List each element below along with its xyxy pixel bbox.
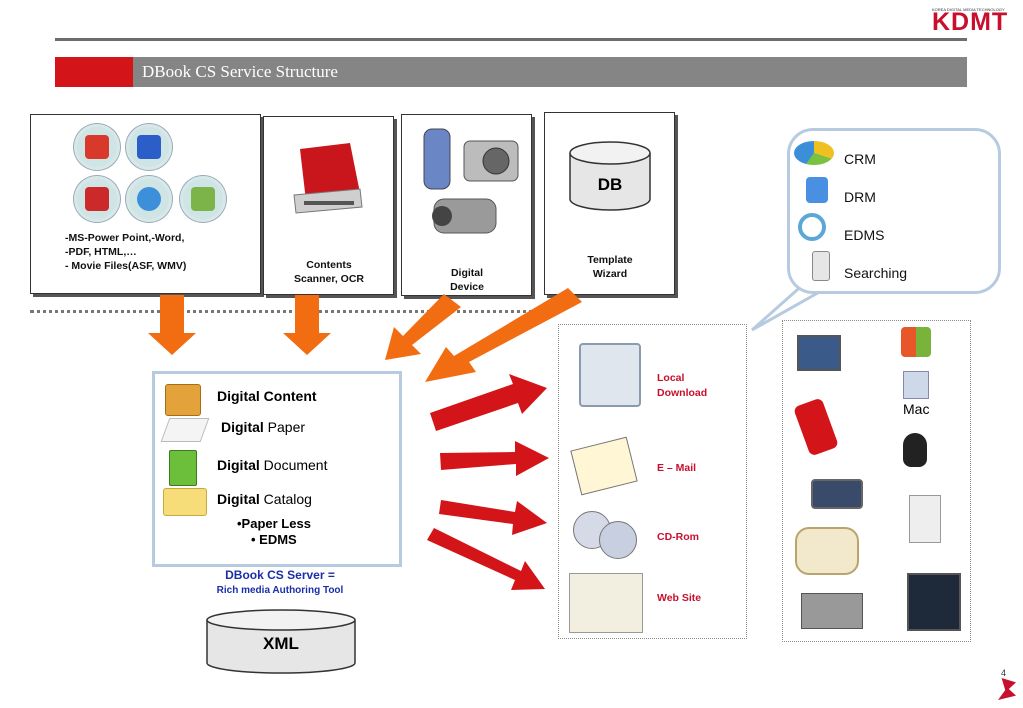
center-item: Digital Document: [217, 457, 328, 473]
windows-logo-icon: [901, 327, 931, 357]
mac-label: Mac: [903, 401, 930, 417]
pmp-player-icon: [811, 479, 863, 509]
center-item: Digital Content: [217, 388, 317, 404]
envelopes-icon: [570, 436, 638, 496]
html-icon: [126, 176, 172, 222]
drm-lock-icon: [806, 177, 828, 203]
template-box: DB Template Wizard: [544, 112, 675, 295]
template-label-line: Wizard: [592, 268, 628, 280]
powerpoint-icon: [74, 124, 120, 170]
magnifier-icon: [798, 213, 826, 241]
scanner-label-line: Contents: [306, 259, 352, 271]
pda-icon: [812, 251, 830, 281]
tablet-device-icon: [795, 527, 859, 575]
device-label-line: Device: [450, 281, 484, 293]
orange-arrow: [385, 294, 461, 360]
red-arrow: [430, 374, 547, 431]
word-icon: [126, 124, 172, 170]
wii-console-icon: [909, 495, 941, 543]
website-icon: [569, 573, 643, 633]
monitor-icon: [579, 343, 641, 407]
logo-tagline: KOREA DIGITAL MEDIA TECHNOLOGY: [932, 7, 1005, 12]
output-channels-panel: [558, 324, 747, 639]
output-local-download: Local Download: [657, 372, 708, 399]
catalog-icon: [163, 488, 207, 516]
tv-monitor-icon: [907, 573, 961, 631]
page-number: 4: [1001, 668, 1007, 678]
output-email: E – Mail: [657, 462, 697, 474]
crm-pie-icon: [794, 141, 834, 165]
callout-item-crm: CRM: [844, 151, 876, 167]
output-web-site: Web Site: [657, 592, 702, 604]
linux-tux-icon: [903, 433, 927, 467]
server-subtitle: Rich media Authoring Tool: [216, 585, 344, 596]
center-item: Digital Catalog: [217, 491, 312, 507]
kdmt-logo: KDMT: [932, 8, 1009, 36]
db-label: DB: [597, 175, 623, 194]
paper-icon: [160, 418, 210, 442]
device-label-line: Digital: [450, 267, 484, 279]
pdf-icon: [74, 176, 120, 222]
source-office-line: -MS-Power Point,-Word,: [65, 232, 185, 244]
desktop-pc-icon: [797, 335, 841, 371]
digital-device-box: Digital Device: [401, 114, 532, 296]
content-box-icon: [165, 384, 201, 416]
separator-line: [30, 310, 540, 313]
media-file-icon: [180, 176, 226, 222]
output-cd-rom: CD-Rom: [657, 531, 699, 543]
center-item: Digital Paper: [221, 419, 306, 435]
center-bullet: • EDMS: [251, 532, 297, 547]
dbook-server-box: Digital Content Digital Paper Digital Do…: [152, 371, 402, 567]
source-office-line: -PDF, HTML,…: [65, 246, 137, 258]
camera-phone-icon: [423, 128, 519, 234]
callout-item-searching: Searching: [844, 265, 908, 281]
scanner-box: Contents Scanner, OCR: [263, 116, 394, 295]
database-icon: [569, 141, 651, 211]
xml-label: XML: [263, 634, 299, 653]
features-callout: CRM DRM EDMS Searching: [787, 128, 1001, 294]
red-arrow: [427, 528, 545, 590]
template-label-line: Template: [587, 254, 633, 266]
top-rule: [55, 38, 967, 41]
callout-item-drm: DRM: [844, 189, 876, 205]
orange-arrow: [283, 295, 331, 355]
mobile-phone-icon: [793, 397, 839, 457]
red-arrow: [439, 500, 547, 535]
scanner-label-line: Scanner, OCR: [293, 273, 365, 285]
orange-arrow: [148, 295, 196, 355]
red-arrow: [440, 441, 549, 476]
orange-arrow: [425, 288, 582, 382]
header-bar: [133, 57, 967, 87]
callout-item-edms: EDMS: [844, 227, 885, 243]
server-title: DBook CS Server =: [225, 568, 335, 582]
center-bullet: •Paper Less: [237, 516, 311, 531]
page-title: DBook CS Service Structure: [142, 62, 338, 81]
office-files-box: -MS-Power Point,-Word, -PDF, HTML,… - Mo…: [30, 114, 261, 294]
source-office-line: - Movie Files(ASF, WMV): [65, 260, 187, 272]
devices-panel: Mac: [782, 320, 971, 642]
scanner-icon: [293, 143, 363, 214]
header-accent: [55, 57, 133, 87]
xml-database-icon: [206, 609, 356, 674]
handheld-pda-icon: [801, 593, 863, 629]
cd-rom-icon: [599, 521, 637, 559]
mac-finder-icon: [903, 371, 929, 399]
document-icon: [169, 450, 197, 486]
